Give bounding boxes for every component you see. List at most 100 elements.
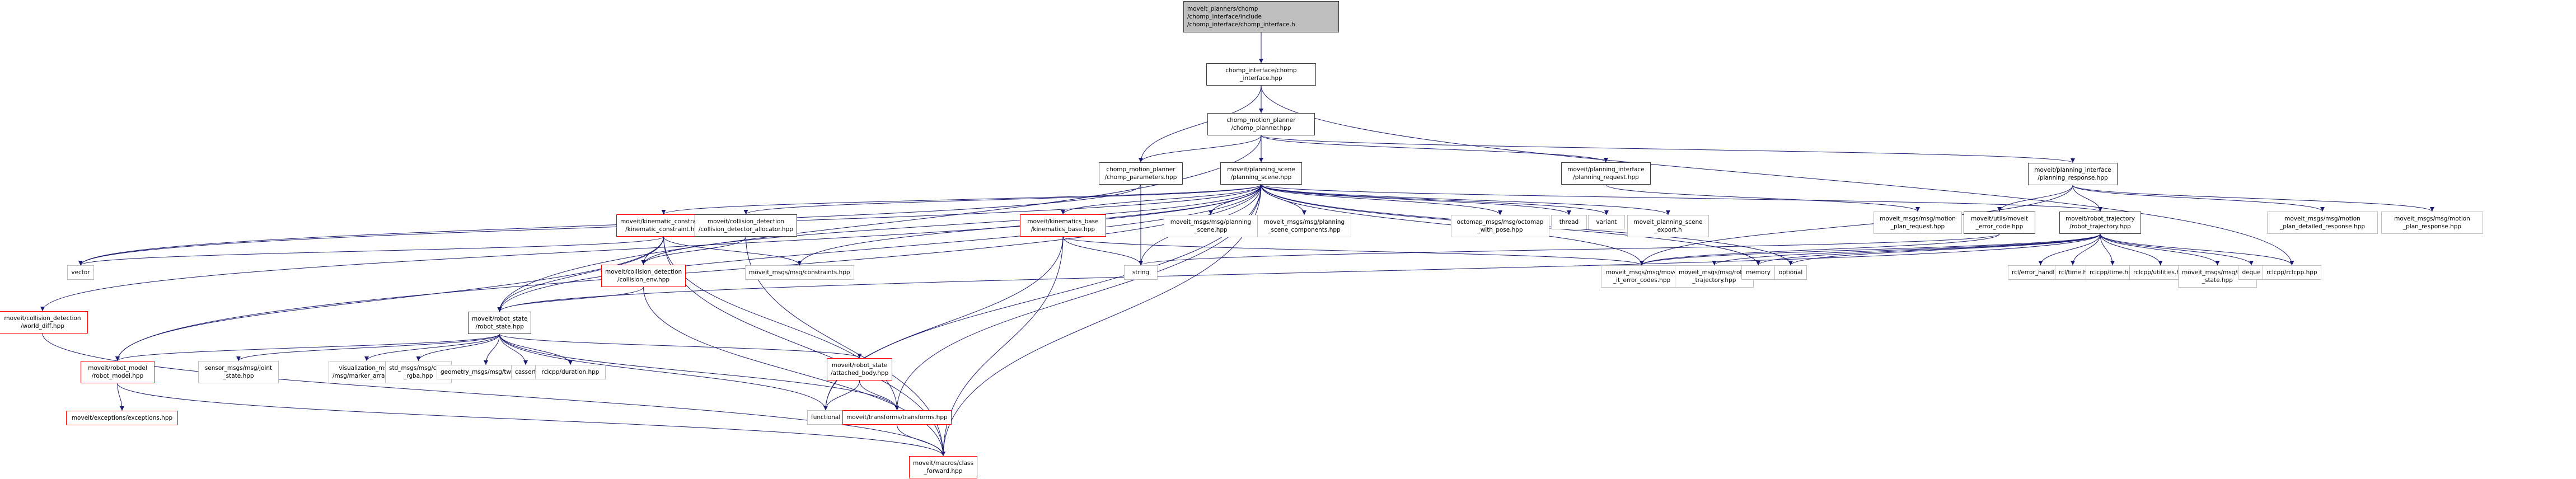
edge-kbase-to-functional	[823, 236, 1064, 411]
graph-node-cparams[interactable]: chomp_motion_planner /chomp_parameters.h…	[1099, 162, 1183, 185]
graph-node-joint-msg: sensor_msgs/msg/joint _state.hpp	[198, 361, 279, 383]
edge-rtraj-to-mec_msg	[1640, 233, 2101, 266]
graph-node-preq[interactable]: moveit/planning_interface /planning_requ…	[1561, 162, 1651, 185]
edge-kinc-to-rmodel	[115, 236, 664, 361]
edge-preq-to-mpr_msg	[1605, 184, 1920, 212]
edge-presp-to-mpresp_msg	[2072, 185, 2434, 212]
graph-node-memory: memory	[1741, 265, 1775, 280]
graph-node-functional: functional	[807, 410, 845, 425]
graph-node-vector: vector	[67, 265, 94, 280]
edge-rstate-to-color_msg	[416, 334, 500, 361]
edge-ci_hpp-to-cparams	[1139, 85, 1262, 163]
edge-rtraj-to-rclcpp_time	[2100, 233, 2115, 266]
edge-pscene-to-thread	[1261, 184, 1571, 215]
edge-collenv-to-rstate	[497, 287, 644, 312]
edge-rtraj-to-rclcpp_util	[2100, 233, 2163, 266]
edge-pscene-to-variant	[1261, 184, 1609, 215]
edge-presp-to-rtraj	[2072, 185, 2102, 212]
graph-node-root[interactable]: moveit_planners/chomp /chomp_interface/i…	[1183, 1, 1339, 32]
edge-rtraj-to-deque	[2100, 233, 2254, 266]
edge-pscene-to-kbase	[1061, 184, 1262, 215]
graph-node-kbase[interactable]: moveit/kinematics_base /kinematics_base.…	[1020, 214, 1106, 237]
edge-rtraj-to-memory	[1756, 233, 2101, 266]
graph-node-ps-msg: moveit_msgs/msg/planning _scene.hpp	[1164, 215, 1258, 237]
edge-pscene-to-rstate	[497, 184, 1262, 312]
edge-rstate-to-functional	[499, 334, 828, 411]
edge-presp-to-mpdr_msg	[2072, 185, 2325, 212]
graph-node-rclcpp: rclcpp/rclcpp.hpp	[2263, 265, 2321, 280]
edge-rmodel-to-exceptions	[117, 383, 124, 411]
edge-attached-to-functional	[823, 380, 860, 411]
edge-rstate-to-attached	[499, 334, 862, 359]
graph-node-mpdr-msg: moveit_msgs/msg/motion _plan_detailed_re…	[2267, 212, 2378, 234]
graph-node-worlddiff[interactable]: moveit/collision_detection /world_diff.h…	[0, 311, 88, 334]
edge-presp-to-errcode	[1997, 185, 2073, 212]
edge-rtraj-to-rcl_err	[2038, 233, 2101, 266]
graph-node-presp[interactable]: moveit/planning_interface /planning_resp…	[2028, 163, 2118, 185]
edge-rtraj-to-rs_msg	[2100, 233, 2220, 266]
edge-cp_hpp-to-presp	[1261, 135, 2075, 163]
graph-node-rtraj-msg: moveit_msgs/msg/robot _trajectory.hpp	[1675, 265, 1754, 288]
edge-cdalloc-to-collenv	[641, 236, 746, 265]
edge-ci_hpp-to-rclcpp	[1261, 85, 2294, 266]
graph-node-pscene[interactable]: moveit/planning_scene /planning_scene.hp…	[1220, 162, 1302, 185]
edge-errcode-to-string	[1139, 233, 2000, 266]
graph-node-octo: octomap_msgs/msg/octomap _with_pose.hpp	[1451, 215, 1549, 237]
graph-node-rmodel[interactable]: moveit/robot_model /robot_model.hpp	[81, 361, 154, 383]
edge-attached-to-transforms	[859, 380, 900, 411]
edge-collenv-to-classfwd	[643, 287, 945, 457]
graph-node-rtraj[interactable]: moveit/robot_trajectory /robot_trajector…	[2059, 212, 2141, 234]
edge-presp-to-mec_msg	[1640, 185, 2073, 266]
edge-rmodel-to-classfwd	[117, 383, 945, 457]
edge-pscene-to-cdalloc	[743, 184, 1262, 215]
graph-node-errcode[interactable]: moveit/utils/moveit _error_code.hpp	[1964, 212, 2035, 234]
graph-node-rstate[interactable]: moveit/robot_state /robot_state.hpp	[468, 312, 532, 334]
edge-layer	[40, 32, 2434, 457]
edge-transforms-to-classfwd	[897, 424, 945, 457]
edge-rtraj-to-rtraj_msg	[1712, 233, 2101, 266]
edge-rstate-to-joint_msg	[236, 334, 500, 361]
graph-node-classfwd[interactable]: moveit/macros/class _forward.hpp	[909, 456, 977, 478]
graph-node-exceptions[interactable]: moveit/exceptions/exceptions.hpp	[66, 411, 178, 425]
edge-rstate-to-transforms	[499, 334, 900, 411]
edge-kbase-to-string	[1062, 236, 1143, 266]
graph-node-cp-hpp[interactable]: chomp_motion_planner /chomp_planner.hpp	[1207, 113, 1315, 135]
edge-kinc-to-transforms	[663, 236, 900, 411]
edge-pscene-to-rtraj	[1261, 184, 2102, 212]
graph-node-duration: rclcpp/duration.hpp	[535, 365, 606, 379]
graph-node-attached[interactable]: moveit/robot_state /attached_body.hpp	[827, 358, 893, 381]
graph-node-pse: moveit_planning_scene _export.h	[1627, 215, 1709, 237]
graph-node-variant: variant	[1588, 215, 1625, 229]
edge-worlddiff-to-classfwd	[42, 333, 945, 457]
graph-node-rcl-time: rcl/time.h	[2055, 265, 2091, 280]
graph-node-psc-msg: moveit_msgs/msg/planning _scene_componen…	[1257, 215, 1351, 237]
edge-rtraj-to-rclcpp	[2100, 233, 2294, 266]
graph-node-thread: thread	[1551, 215, 1587, 229]
graph-node-collenv[interactable]: moveit/collision_detection /collision_en…	[601, 265, 686, 287]
edge-cp_hpp-to-preq	[1261, 135, 1608, 163]
edge-rstate-to-duration	[499, 334, 573, 365]
graph-node-transforms[interactable]: moveit/transforms/transforms.hpp	[842, 410, 952, 425]
graph-node-color-msg: std_msgs/msg/color _rgba.hpp	[385, 361, 452, 383]
graph-node-optional: optional	[1774, 265, 1807, 280]
edge-pscene-to-octo	[1261, 184, 1502, 215]
graph-node-cdalloc[interactable]: moveit/collision_detection /collision_de…	[695, 214, 797, 237]
edge-rstate-to-twist_msg	[484, 334, 500, 365]
edge-rtraj-to-rstate	[497, 233, 2101, 312]
edge-rstate-to-rmodel	[115, 334, 500, 361]
edge-rtraj-to-optional	[1788, 233, 2101, 266]
edge-kbase-to-classfwd	[941, 236, 1064, 457]
edge-errcode-to-mec_msg	[1640, 233, 2000, 266]
edge-cp_hpp-to-cparams	[1139, 135, 1262, 163]
edge-kinc-to-vector	[78, 236, 664, 266]
edge-pscene-to-kinc	[661, 184, 1262, 215]
edge-cp_hpp-to-rstate	[497, 135, 1262, 312]
edge-cparams-to-vector	[78, 184, 1141, 266]
edge-pscene-to-rmodel	[115, 184, 1262, 361]
edge-kinc-to-rstate	[497, 236, 664, 312]
graph-node-ci-hpp[interactable]: chomp_interface/chomp _interface.hpp	[1206, 63, 1316, 86]
graph-node-mec-msg: moveit_msgs/msg/move _it_error_codes.hpp	[1601, 265, 1683, 288]
edge-kinc-to-constraints_msg	[663, 236, 802, 266]
graph-node-string: string	[1124, 265, 1158, 280]
graph-node-deque: deque	[2238, 265, 2265, 280]
